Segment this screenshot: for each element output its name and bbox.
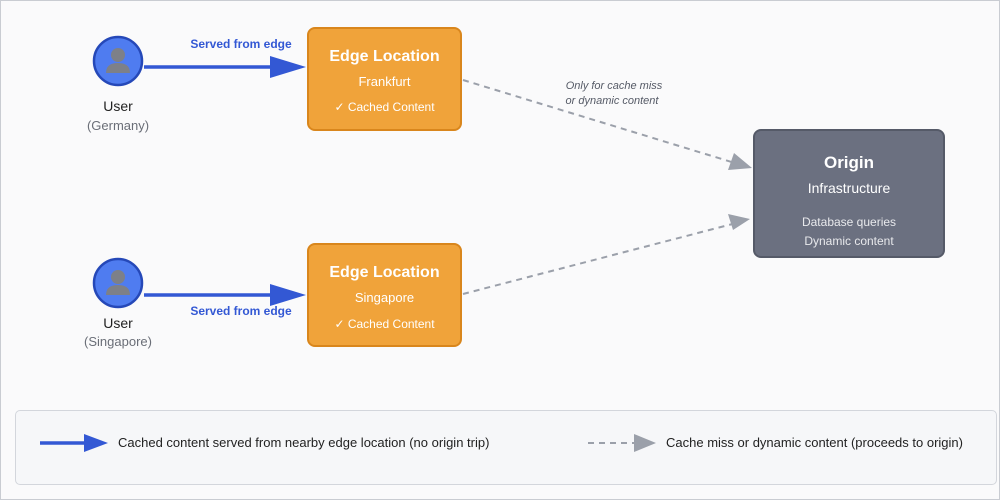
- served-label-top: Served from edge: [190, 37, 292, 51]
- served-label-bottom: Served from edge: [190, 304, 292, 318]
- edge-location-frankfurt: Edge Location Frankfurt ✓ Cached Content: [307, 27, 462, 131]
- edge-location-singapore: Edge Location Singapore ✓ Cached Content: [307, 243, 462, 347]
- origin-subtitle: Infrastructure: [808, 180, 891, 196]
- origin-title: Origin: [824, 153, 874, 172]
- user-body-icon: [106, 285, 130, 295]
- user-germany: User (Germany): [87, 35, 149, 133]
- edge-cached: ✓ Cached Content: [334, 317, 435, 331]
- miss-arrowhead-frankfurt: [728, 153, 752, 170]
- user-label: User: [103, 98, 133, 114]
- origin-infrastructure: Origin Infrastructure Database queries D…: [753, 129, 945, 258]
- served-arrowhead-singapore: [270, 284, 306, 306]
- user-body-icon: [106, 63, 130, 73]
- edge-title: Edge Location: [329, 264, 439, 281]
- legend-dashed-arrowhead: [634, 434, 656, 452]
- user-label: User: [103, 315, 133, 331]
- origin-line2: Dynamic content: [804, 234, 894, 248]
- miss-arrow-singapore: [462, 220, 745, 295]
- edge-title: Edge Location: [329, 48, 439, 65]
- user-singapore: User (Singapore): [84, 257, 152, 349]
- legend-solid-label: Cached content served from nearby edge l…: [118, 435, 489, 450]
- edge-cached: ✓ Cached Content: [334, 100, 435, 114]
- origin-line1: Database queries: [802, 215, 896, 229]
- user-head-icon: [111, 270, 125, 284]
- legend-box: [15, 410, 997, 485]
- user-region: (Singapore): [84, 334, 152, 349]
- user-region: (Germany): [87, 118, 149, 133]
- miss-note-line2: or dynamic content: [566, 95, 660, 107]
- legend-dashed-label: Cache miss or dynamic content (proceeds …: [666, 435, 963, 450]
- edge-city: Singapore: [355, 290, 414, 305]
- miss-note-line1: Only for cache miss: [566, 80, 663, 92]
- user-head-icon: [111, 48, 125, 62]
- legend-solid-arrowhead: [84, 434, 108, 452]
- edge-city: Frankfurt: [358, 74, 410, 89]
- served-arrowhead-frankfurt: [270, 56, 306, 78]
- miss-arrowhead-singapore: [728, 214, 750, 230]
- miss-arrow-frankfurt: [462, 79, 749, 168]
